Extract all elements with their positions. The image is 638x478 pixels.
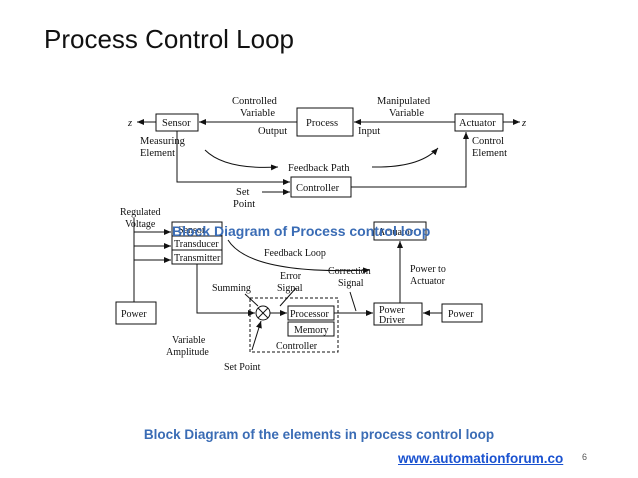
controller-label-2: Controller	[276, 341, 318, 352]
source-url-link[interactable]: www.automationforum.co	[398, 451, 564, 466]
error-signal-label-2: Signal	[277, 283, 303, 294]
transducer-label: Transducer	[174, 239, 219, 250]
actuator-label: Actuator	[459, 118, 496, 129]
power-driver-block	[373, 302, 423, 326]
diagram1-labels: Sensor Process Actuator Controller Contr…	[127, 96, 526, 210]
page-number: 6	[582, 452, 588, 462]
measuring-element-label-1: Measuring	[140, 136, 186, 147]
power-left-label: Power	[121, 309, 147, 320]
z-left-label: z	[127, 118, 132, 129]
controller-label: Controller	[296, 183, 340, 194]
actuator-block-2	[373, 221, 427, 241]
diagram-process-control-loop	[137, 107, 520, 198]
variable-amplitude-label-2: Amplitude	[166, 347, 209, 358]
sensor-label: Sensor	[162, 118, 191, 129]
controlled-variable-label-1: Controlled	[232, 96, 278, 107]
caption-process-control-loop: Block Diagram of Process control loop	[172, 223, 431, 239]
memory-block	[287, 321, 335, 337]
processor-label: Processor	[290, 309, 330, 320]
variable-amplitude-label-1: Variable	[172, 335, 206, 346]
power-left-block	[115, 301, 157, 325]
summing-label: Summing	[212, 283, 251, 294]
power-driver-label-2: Driver	[379, 315, 406, 326]
transmitter-label: Transmitter	[174, 253, 221, 264]
actuator-label-2: Actuator	[378, 227, 414, 238]
feedback-path-label: Feedback Path	[288, 163, 350, 174]
controller-dashed-box	[249, 297, 339, 353]
control-element-label-2: Element	[472, 148, 507, 159]
diagram2-labels: Regulated Voltage Sensor Transducer Tran…	[120, 207, 474, 373]
measuring-element-label-2: Element	[140, 148, 175, 159]
z-right-label: z	[521, 118, 526, 129]
set-point-label-2b: Set Point	[224, 362, 261, 373]
feedback-loop-label: Feedback Loop	[264, 248, 326, 259]
power-to-actuator-label-1: Power to	[410, 264, 446, 275]
output-label: Output	[258, 126, 287, 137]
slide-title: Process Control Loop	[44, 24, 295, 54]
set-point-label-1: Set	[236, 187, 250, 198]
controlled-variable-label-2: Variable	[240, 108, 275, 119]
memory-label: Memory	[294, 325, 328, 336]
process-label: Process	[306, 118, 338, 129]
manipulated-variable-label-1: Manipulated	[377, 96, 431, 107]
correction-signal-label-1: Correction	[328, 266, 371, 277]
error-signal-label-1: Error	[280, 271, 302, 282]
power-to-actuator-label-2: Actuator	[410, 276, 446, 287]
power-driver-label-1: Power	[379, 305, 405, 316]
caption-process-control-elements: Block Diagram of the elements in process…	[143, 427, 495, 442]
correction-signal-label-2: Signal	[338, 278, 364, 289]
manipulated-variable-label-2: Variable	[389, 108, 424, 119]
diagram-process-control-elements	[115, 218, 483, 353]
input-label: Input	[358, 126, 380, 137]
sensor-label-2: Sensor	[178, 225, 206, 236]
set-point-label-2: Point	[233, 199, 255, 210]
regulated-voltage-label-2: Voltage	[125, 219, 156, 230]
regulated-voltage-label-1: Regulated	[120, 207, 161, 218]
power-right-label: Power	[448, 309, 474, 320]
control-element-label-1: Control	[472, 136, 504, 147]
